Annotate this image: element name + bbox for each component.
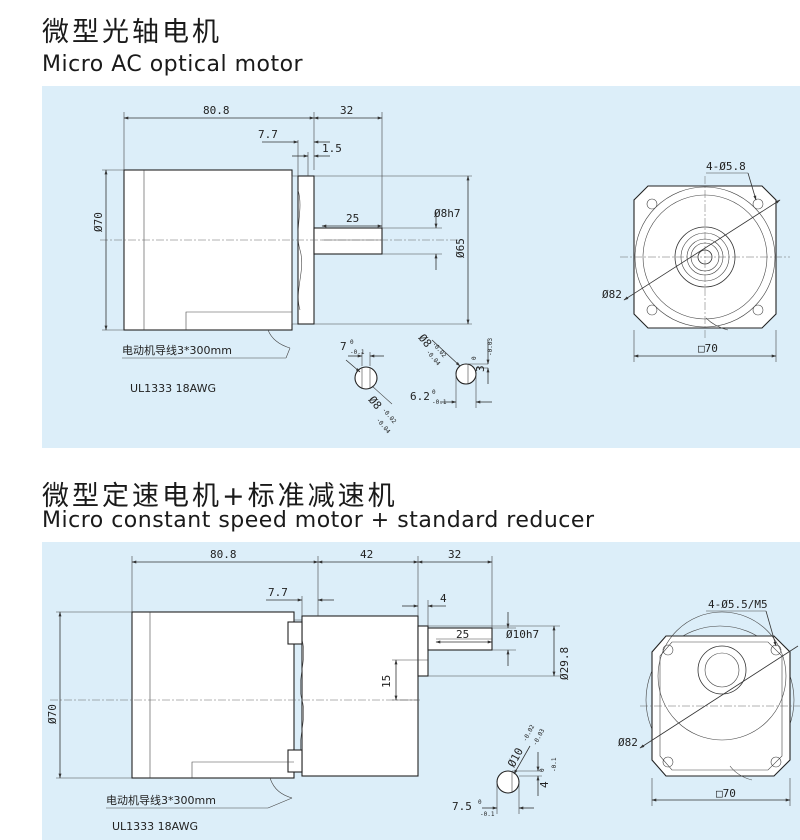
dim2-body-dia: Ø70 <box>46 704 59 724</box>
front-holes: 4-Ø5.8 <box>706 160 746 173</box>
detail-key-depth: 3 <box>474 365 487 372</box>
dim-flange: 7.7 <box>258 128 278 141</box>
gearbox-body <box>301 615 419 777</box>
section1-side-view: 80.8 32 7.7 1.5 25 Ø8h7 Ø65 Ø70 电动机导线3*3… <box>92 104 472 395</box>
detail-key-height-tol-lower: -0.1 <box>432 399 447 406</box>
detail-dia-b: Ø8 <box>416 332 434 351</box>
detail-width-tol-upper: 0 <box>350 339 354 346</box>
dim-body-dia: Ø70 <box>92 212 105 232</box>
section2-title-en: Micro constant speed motor + standard re… <box>42 508 595 533</box>
dim2-key-length: 25 <box>456 628 469 641</box>
section2-shaft-detail: 4 0 -0.1 Ø10 -0.02 -0.03 7.5 0 -0.1 <box>452 723 558 818</box>
output-shaft <box>313 227 383 255</box>
dim-shaft-length: 32 <box>340 104 353 117</box>
detail2-width-tol-lower: -0.1 <box>480 811 495 818</box>
dim2-pilot: Ø29.8 <box>558 647 571 680</box>
section1-shaft-details: 7 0 -0.1 Ø8 -0.02 -0.04 3 0 -0.03 Ø8 -0.… <box>340 332 494 436</box>
detail2-key-depth-tol-lower: -0.1 <box>551 757 558 772</box>
wire-note: 电动机导线3*300mm <box>122 343 232 357</box>
dim-boss: 1.5 <box>322 142 342 155</box>
motor-flange <box>297 175 315 325</box>
detail2-width-tol-upper: 0 <box>478 799 482 806</box>
section2-title-cn: 微型定速电机+标准减速机 <box>42 481 398 512</box>
section1-front-view: 4-Ø5.8 Ø82 □70 <box>602 160 790 362</box>
dim2-gear-length: 42 <box>360 548 373 561</box>
motor-body <box>123 169 293 331</box>
dim2-flange: 7.7 <box>268 586 288 599</box>
detail2-key-depth: 4 <box>538 781 551 788</box>
motor2-body <box>131 611 295 779</box>
front-square: □70 <box>698 342 718 355</box>
section2-side-view: 80.8 42 32 7.7 4 25 Ø10h7 Ø29.8 15 Ø70 电… <box>46 548 571 833</box>
dim-length: 80.8 <box>203 104 230 117</box>
cable-spec: UL1333 18AWG <box>130 382 216 395</box>
dim2-boss: 4 <box>440 592 447 605</box>
dim-key-length: 25 <box>346 212 359 225</box>
section1-title-en: Micro AC optical motor <box>42 52 304 77</box>
detail-width: 7 <box>340 340 347 353</box>
dim2-length: 80.8 <box>210 548 237 561</box>
dim2-shaft-length: 32 <box>448 548 461 561</box>
dim2-shaft-offset: 15 <box>380 675 393 688</box>
detail-width-tol-lower: -0.1 <box>350 349 365 356</box>
dim2-shaft-dia: Ø10h7 <box>506 628 539 641</box>
detail-key-depth-tol-lower: -0.03 <box>487 338 494 356</box>
cable2-spec: UL1333 18AWG <box>112 820 198 833</box>
dim-shaft-dia: Ø8h7 <box>434 207 461 220</box>
front2-holes: 4-Ø5.5/M5 <box>708 598 768 611</box>
detail-key-height-tol-upper: 0 <box>432 389 436 396</box>
section1-title-cn: 微型光轴电机 <box>42 17 222 48</box>
front2-square: □70 <box>716 787 736 800</box>
detail-key-height: 6.2 <box>410 390 430 403</box>
detail-key-depth-tol-upper: 0 <box>471 356 478 360</box>
detail2-key-depth-tol-upper: 0 <box>539 768 546 772</box>
front2-pcd: Ø82 <box>618 736 638 749</box>
detail2-width: 7.5 <box>452 800 472 813</box>
dim-pilot: Ø65 <box>454 238 467 258</box>
section2-front-view: 4-Ø5.5/M5 Ø82 □70 <box>618 598 800 806</box>
front-pcd: Ø82 <box>602 288 622 301</box>
wire2-note: 电动机导线3*300mm <box>106 793 216 807</box>
detail2-dia: Ø10 <box>505 746 526 770</box>
